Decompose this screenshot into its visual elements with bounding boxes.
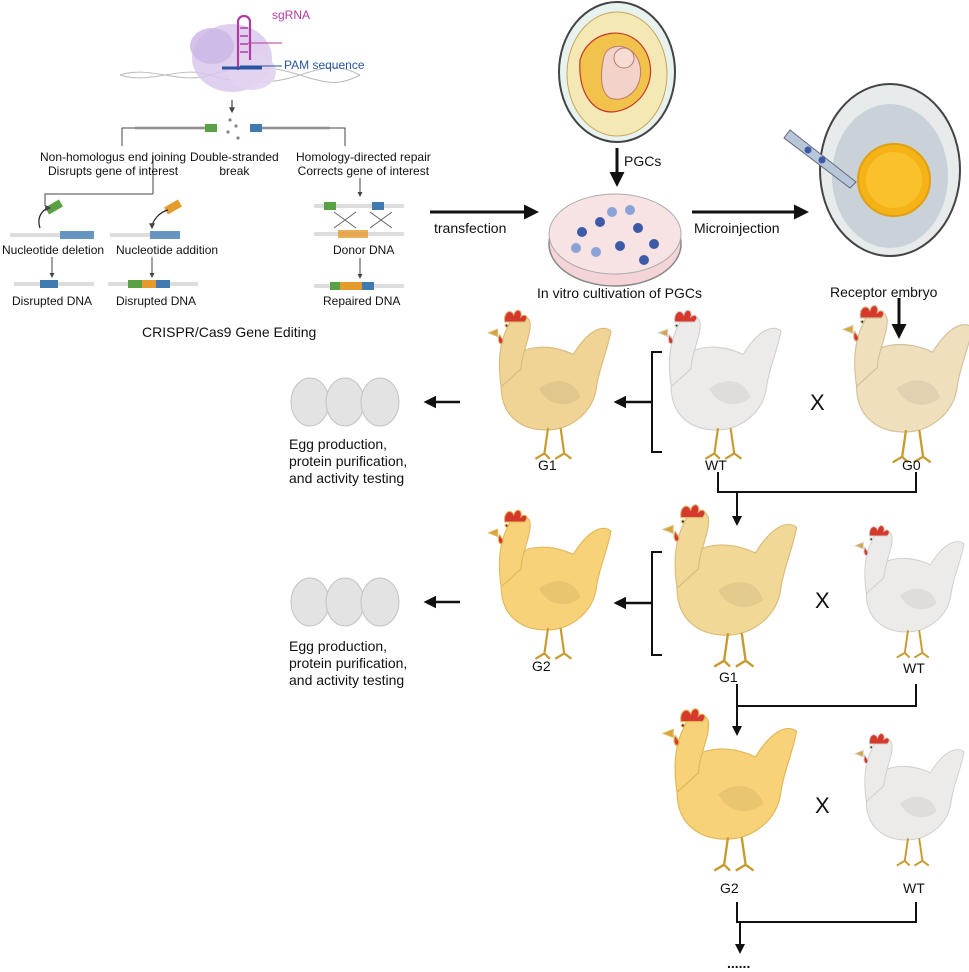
cultivation-label: In vitro cultivation of PGCs (537, 285, 702, 301)
receptor-egg (819, 83, 961, 257)
nhej-dna-pair (10, 199, 182, 239)
bracket-row2 (651, 551, 662, 656)
sgrna-structure (236, 14, 252, 70)
cross-symbol-row2: X (815, 588, 830, 613)
double-stranded-break-label: Double-stranded break (190, 150, 279, 178)
hen-wt-row3 (854, 732, 965, 867)
donor-dna-label: Donor DNA (333, 243, 395, 257)
nucleotide-deletion-label: Nucleotide deletion (2, 243, 105, 257)
eggs-row1 (290, 377, 400, 427)
hen-g1-row2 (662, 503, 798, 668)
nhej-split-line (44, 193, 153, 206)
continuation-dots: ...... (727, 955, 751, 971)
crispr-caption: CRISPR/Cas9 Gene Editing (142, 324, 317, 340)
hen-g2-row3 (662, 707, 798, 872)
hdr-branch-line (262, 127, 346, 146)
petri-dish (548, 193, 682, 287)
cross-line-row2 (736, 684, 917, 707)
pam-sequence-label: PAM sequence (284, 58, 365, 72)
transfection-label: transfection (434, 220, 507, 236)
disrupted-dna-strands (14, 280, 198, 288)
cross-line-row1 (717, 472, 917, 493)
label-g1-row2: G1 (719, 669, 738, 685)
cas9-protein (190, 24, 276, 92)
hen-g0-row1 (842, 304, 969, 464)
nhej-branch-line (121, 127, 205, 146)
microinjection-pipette (783, 129, 857, 189)
hdr-label: Homology-directed repair Corrects gene o… (296, 150, 431, 178)
donor-dna (314, 202, 404, 238)
cross-symbol-row1: X (810, 390, 825, 415)
repaired-dna-label: Repaired DNA (323, 294, 401, 308)
disrupted-dna-label-mid: Disrupted DNA (116, 294, 197, 308)
label-g2-row3: G2 (720, 880, 739, 896)
nucleotide-addition-label: Nucleotide addition (116, 243, 219, 257)
disrupted-dna-label-left: Disrupted DNA (12, 294, 93, 308)
cross-line-row3 (736, 902, 917, 923)
crispr-panel (10, 14, 404, 290)
bracket-row1 (651, 351, 662, 453)
label-wt-row3: WT (903, 880, 925, 896)
egg-production-text-row1: Egg production, protein purification, an… (289, 436, 408, 486)
eggs-row2 (290, 577, 400, 627)
sgrna-label: sgRNA (272, 8, 311, 22)
broken-dna (135, 118, 330, 140)
label-wt-row1: WT (705, 457, 727, 473)
repaired-dna (314, 282, 404, 290)
hen-g2-row2 (487, 509, 613, 660)
egg-production-text-row2: Egg production, protein purification, an… (289, 638, 408, 688)
label-g2-offspring: G2 (532, 658, 551, 674)
hen-g1-row1 (487, 309, 613, 460)
label-g0-row1: G0 (902, 457, 921, 473)
label-wt-row2: WT (903, 660, 925, 676)
label-g1-offspring: G1 (538, 457, 557, 473)
receptor-embryo-label: Receptor embryo (830, 284, 938, 300)
pgc-cells (571, 205, 659, 265)
hen-wt-row2 (854, 524, 965, 659)
cross-symbol-row3: X (815, 793, 830, 818)
source-egg (558, 1, 676, 143)
nhej-label: Non-homologus end joining Disrupts gene … (40, 150, 187, 178)
microinjection-label: Microinjection (694, 220, 780, 236)
hen-wt-row1 (657, 309, 783, 460)
pgcs-label: PGCs (624, 153, 662, 169)
